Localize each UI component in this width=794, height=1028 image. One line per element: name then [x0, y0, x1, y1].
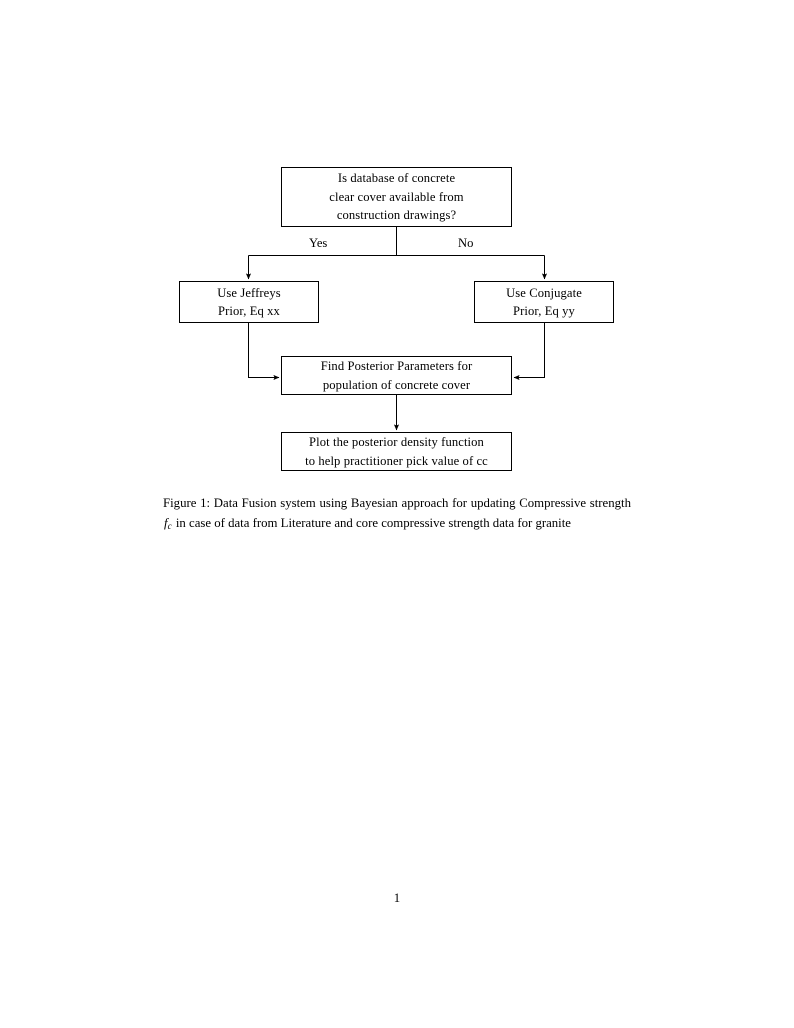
caption-label: Figure 1: [163, 496, 211, 510]
caption-math-symbol: fc [163, 515, 173, 531]
node-text-line: Prior, Eq yy [513, 304, 575, 318]
page-number: 1 [393, 891, 401, 905]
edge-conjugate-to-posterior [513, 323, 545, 381]
decision-database-available[interactable]: Is database of concrete clear cover avai… [281, 167, 512, 227]
node-text-line: Is database of concrete [337, 171, 456, 186]
flowchart-connectors [245, 227, 548, 431]
caption-text-before-math: Data Fusion system using Bayesian approa… [213, 496, 631, 510]
node-text-line: Prior, Eq xx [218, 304, 280, 318]
node-text-line: to help practitioner pick value of cc [305, 453, 488, 468]
edge-jeffreys-to-posterior [248, 323, 280, 381]
node-text-line: Use Conjugate [506, 285, 582, 300]
flowchart-figure: Is database of concrete clear cover avai… [0, 0, 794, 490]
node-text-line: construction drawings? [336, 208, 457, 223]
edge-label-yes: Yes [309, 236, 328, 250]
math-subscript: c [167, 520, 172, 531]
edge-label-no: No [458, 236, 474, 250]
node-text-line: Plot the posterior density function [309, 435, 484, 449]
process-plot-posterior-density[interactable]: Plot the posterior density function to h… [281, 432, 512, 471]
process-use-jeffreys-prior[interactable]: Use Jeffreys Prior, Eq xx [179, 281, 319, 323]
node-text-line: clear cover available from [329, 189, 464, 204]
process-use-conjugate-prior[interactable]: Use Conjugate Prior, Eq yy [474, 281, 614, 323]
math-base: f [164, 515, 168, 530]
node-text-line: Use Jeffreys [217, 285, 281, 300]
figure-caption: Figure 1: Data Fusion system using Bayes… [163, 494, 631, 536]
process-find-posterior-parameters[interactable]: Find Posterior Parameters for population… [281, 356, 512, 395]
node-text-line: population of concrete cover [322, 377, 471, 392]
node-text-line: Find Posterior Parameters for [320, 359, 473, 373]
caption-text-after-math: in case of data from Literature and core… [175, 515, 571, 530]
